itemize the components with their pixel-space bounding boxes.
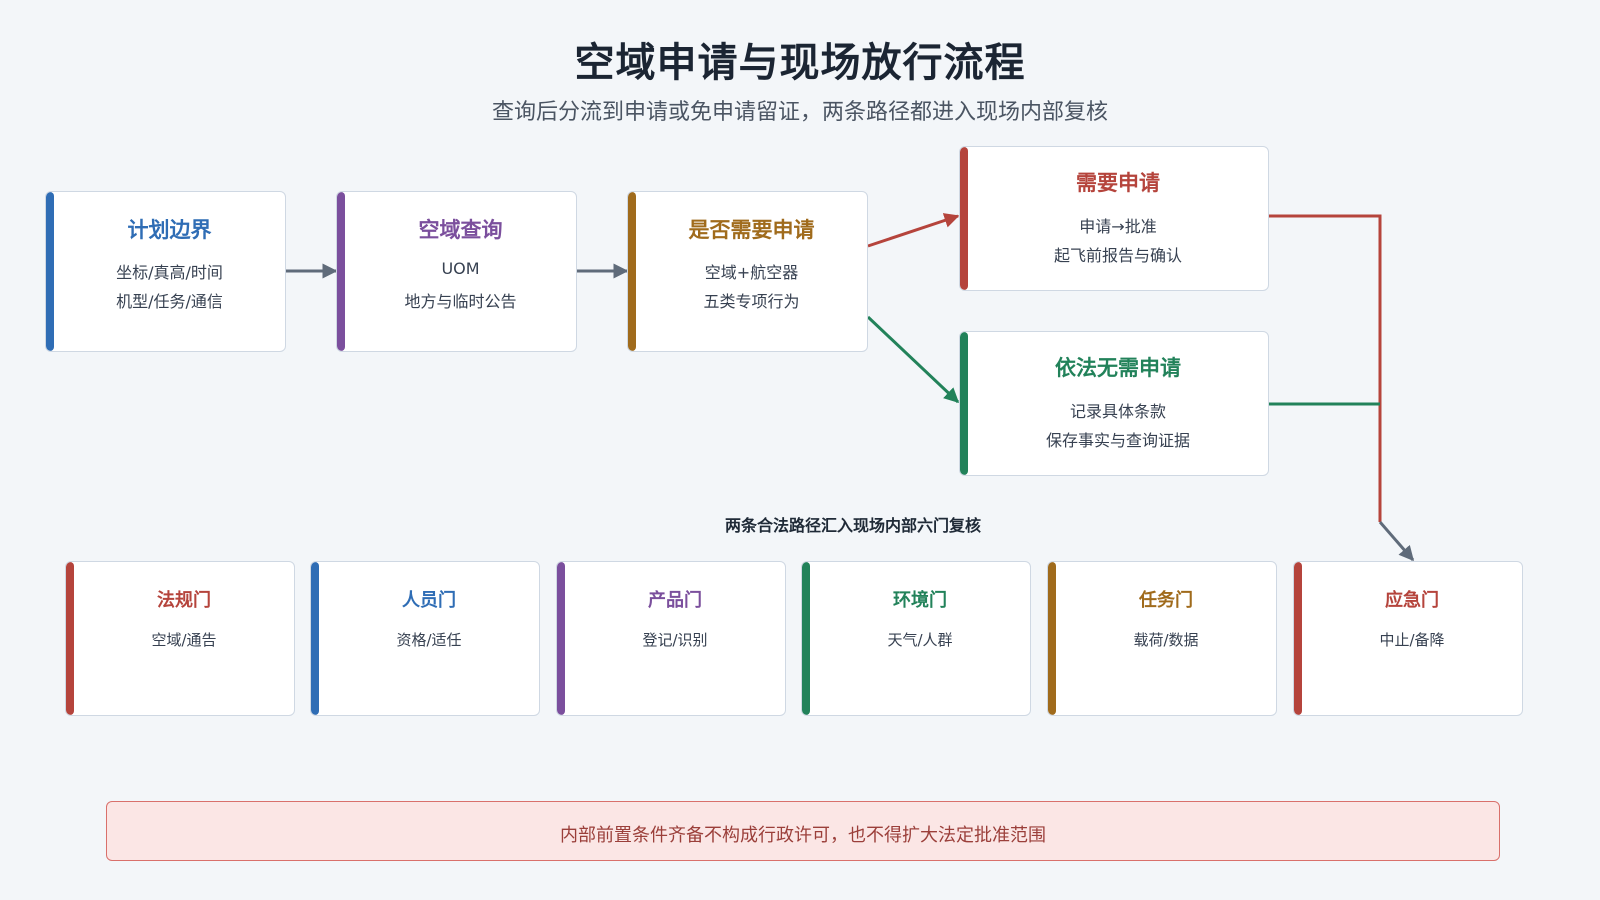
node-line: 五类专项行为 xyxy=(703,292,800,311)
arrow-merge-to-gates xyxy=(1378,521,1415,562)
gate-desc: 载荷/数据 xyxy=(1133,631,1199,649)
accent-bar xyxy=(628,192,636,351)
accent-bar xyxy=(311,562,319,715)
notice-box: 内部前置条件齐备不构成行政许可，也不得扩大法定批准范围 xyxy=(106,801,1500,861)
node-title: 计划边界 xyxy=(127,218,212,242)
gate-title: 产品门 xyxy=(648,590,702,611)
accent-bar xyxy=(46,192,54,351)
node-line: 保存事实与查询证据 xyxy=(1045,431,1190,450)
gate-desc: 空域/通告 xyxy=(151,631,217,649)
gate-personnel: 人员门 资格/适任 xyxy=(310,561,540,716)
node-line: 记录具体条款 xyxy=(1069,402,1166,421)
accent-bar xyxy=(802,562,810,715)
gate-environment: 环境门 天气/人群 xyxy=(801,561,1031,716)
accent-bar xyxy=(960,332,968,475)
gate-emergency: 应急门 中止/备降 xyxy=(1293,561,1523,716)
gate-title: 应急门 xyxy=(1385,590,1439,611)
node-line: 机型/任务/通信 xyxy=(116,292,223,311)
node-plan-boundary: 计划边界 坐标/真高/时间 机型/任务/通信 xyxy=(45,191,286,352)
node-line: 地方与临时公告 xyxy=(404,292,517,311)
gate-title: 任务门 xyxy=(1139,590,1193,611)
node-line: 申请→批准 xyxy=(1079,217,1157,236)
accent-bar xyxy=(1048,562,1056,715)
node-title: 依法无需申请 xyxy=(1055,356,1181,380)
node-title: 是否需要申请 xyxy=(688,218,815,242)
gate-desc: 天气/人群 xyxy=(887,631,953,649)
gate-product: 产品门 登记/识别 xyxy=(556,561,786,716)
accent-bar xyxy=(960,147,968,290)
node-line: 空域+航空器 xyxy=(704,263,799,282)
node-needs-application: 是否需要申请 空域+航空器 五类专项行为 xyxy=(627,191,868,352)
node-line: UOM xyxy=(441,259,480,278)
node-airspace-query: 空域查询 UOM 地方与临时公告 xyxy=(336,191,577,352)
accent-bar xyxy=(1294,562,1302,715)
gate-regulation: 法规门 空域/通告 xyxy=(65,561,295,716)
gate-title: 环境门 xyxy=(893,590,947,611)
node-exempt-by-law: 依法无需申请 记录具体条款 保存事实与查询证据 xyxy=(959,331,1269,476)
notice-text: 内部前置条件齐备不构成行政许可，也不得扩大法定批准范围 xyxy=(560,825,1046,846)
gate-desc: 资格/适任 xyxy=(396,631,462,649)
arrow-decision-to-exempt xyxy=(866,315,960,404)
accent-bar xyxy=(66,562,74,715)
gate-title: 法规门 xyxy=(157,590,211,611)
connector-apply-to-gates xyxy=(1269,214,1382,522)
node-title: 需要申请 xyxy=(1076,171,1160,195)
merge-label: 两条合法路径汇入现场内部六门复核 xyxy=(724,516,981,535)
node-title: 空域查询 xyxy=(418,218,503,242)
arrow-decision-to-apply xyxy=(867,213,960,248)
gate-desc: 中止/备降 xyxy=(1379,631,1445,649)
accent-bar xyxy=(557,562,565,715)
accent-bar xyxy=(337,192,345,351)
gate-mission: 任务门 载荷/数据 xyxy=(1047,561,1277,716)
node-apply-required: 需要申请 申请→批准 起飞前报告与确认 xyxy=(959,146,1269,291)
page-title: 空域申请与现场放行流程 xyxy=(574,40,1026,86)
gate-title: 人员门 xyxy=(402,590,456,611)
gate-desc: 登记/识别 xyxy=(642,631,708,649)
node-line: 坐标/真高/时间 xyxy=(116,263,223,282)
page-subtitle: 查询后分流到申请或免申请留证，两条路径都进入现场内部复核 xyxy=(491,100,1108,125)
node-line: 起飞前报告与确认 xyxy=(1053,246,1182,265)
